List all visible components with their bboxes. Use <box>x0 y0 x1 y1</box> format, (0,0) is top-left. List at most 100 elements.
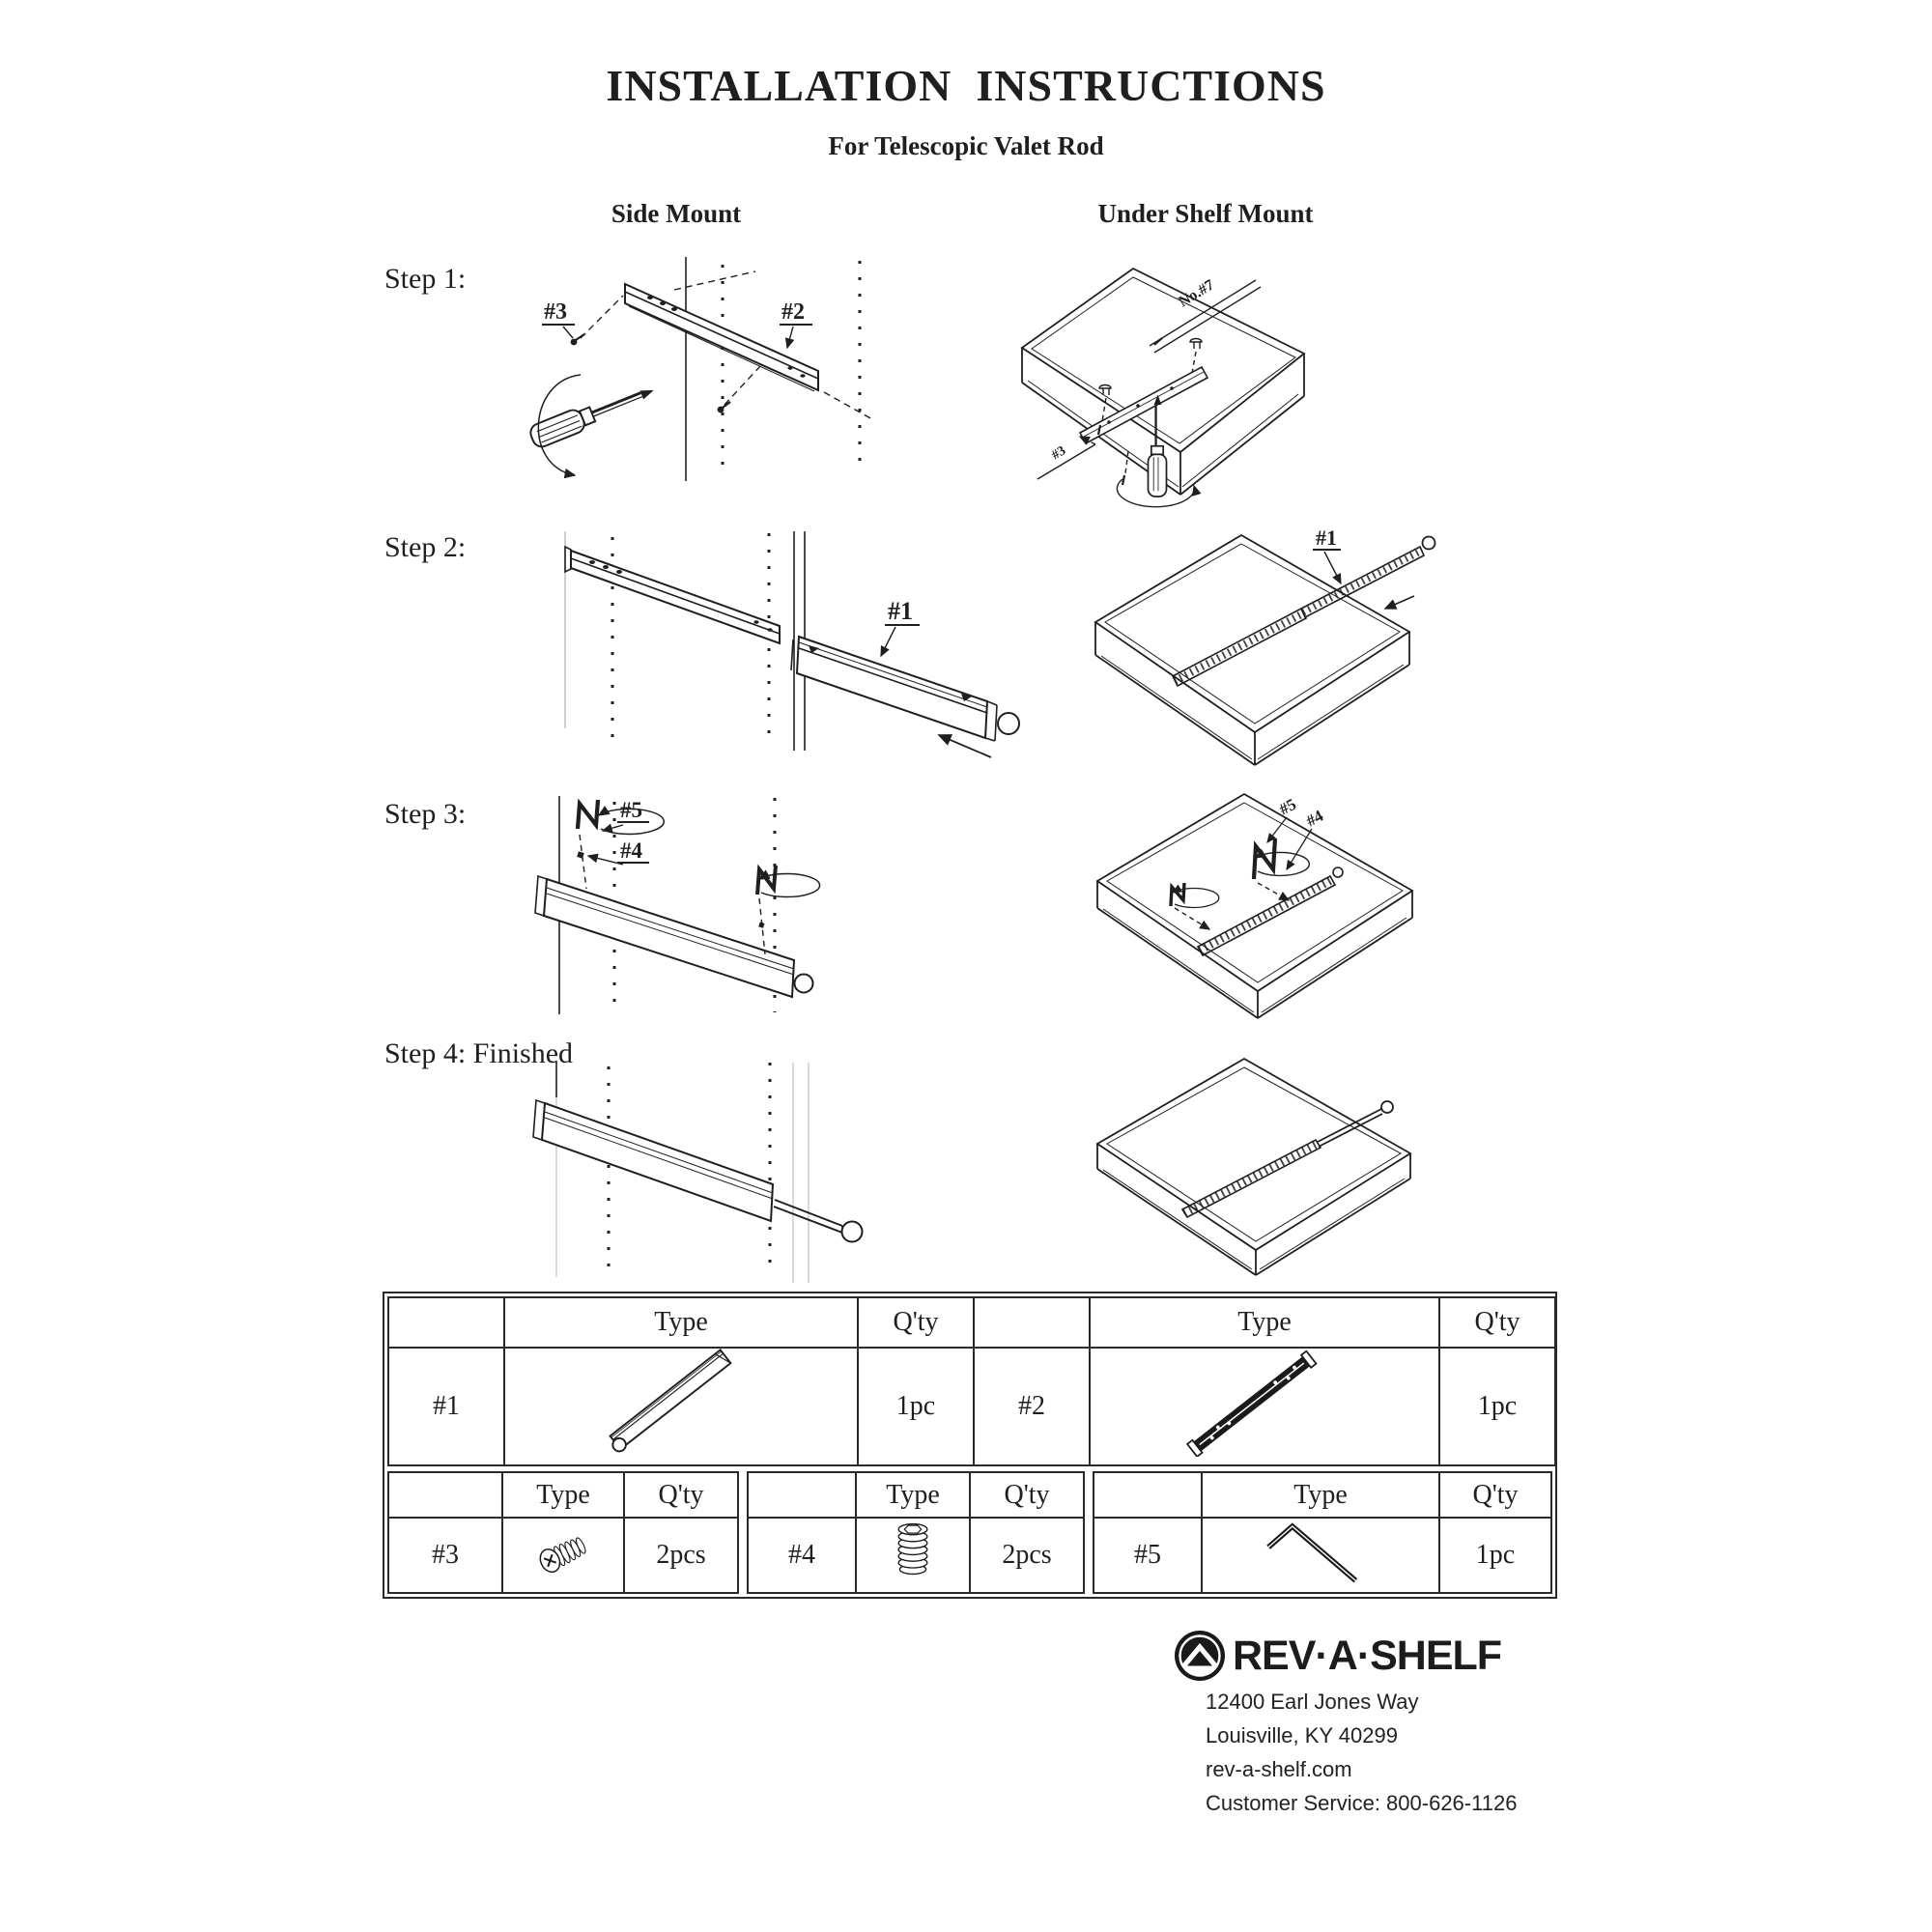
rod-knob <box>840 1220 864 1243</box>
part-id: #3 <box>387 1517 503 1594</box>
allen-key-icon <box>1169 882 1186 907</box>
callout-part1: #1 <box>1316 526 1337 550</box>
blank-cell <box>747 1471 857 1519</box>
parts-subtable-3: Type Q'ty #3 <box>387 1471 739 1594</box>
part-qty: 1pc <box>1438 1347 1556 1466</box>
rotation-arc <box>1116 478 1202 508</box>
part-qty: 1pc <box>1438 1517 1552 1594</box>
parts-subtable-4: Type Q'ty #4 <box>747 1471 1085 1594</box>
type-header: Type <box>1089 1296 1440 1349</box>
page-subtitle: For Telescopic Valet Rod <box>828 131 1104 160</box>
valet-rod-icon <box>609 1350 732 1453</box>
part-id: #1 <box>387 1347 505 1466</box>
part-image-cell <box>1089 1347 1440 1466</box>
telescopic-extension-drawing <box>1317 1100 1394 1148</box>
step-3-label: Step 3: <box>384 798 467 830</box>
step-4-label: Step 4: Finished <box>384 1037 574 1069</box>
callout-part4: #4 <box>1303 807 1326 831</box>
rotation-arc <box>597 805 665 836</box>
part-image-cell <box>1201 1517 1440 1594</box>
type-header: Type <box>503 1296 859 1349</box>
screw-glyphs <box>1096 337 1203 486</box>
rotation-arc <box>1171 884 1220 909</box>
rev-a-shelf-logo-icon <box>1175 1631 1225 1681</box>
part-id: #4 <box>747 1517 857 1594</box>
rotation-arc <box>757 869 821 898</box>
set-screw-glyph <box>577 851 584 859</box>
mounting-rail-drawing <box>1171 607 1308 688</box>
part-id: #2 <box>973 1347 1091 1466</box>
step3-under-shelf-drawing: #5 #4 <box>1095 792 1414 1019</box>
telescopic-extension-drawing <box>773 1199 864 1243</box>
part-qty: 1pc <box>857 1347 975 1466</box>
callout-part3: #3 <box>544 299 567 325</box>
blank-cell <box>1093 1471 1203 1519</box>
step-2-label: Step 2: <box>384 531 467 563</box>
parts-table-bottom: Type Q'ty #3 <box>387 1471 1552 1594</box>
blank-cell <box>387 1296 505 1349</box>
address-block: 12400 Earl Jones Way Louisville, KY 4029… <box>1206 1685 1517 1820</box>
step2-under-shelf-drawing: #1 <box>1094 526 1436 766</box>
rotation-arc <box>1254 848 1310 877</box>
part-id: #5 <box>1093 1517 1203 1594</box>
valet-rod-drawing <box>532 1098 775 1223</box>
valet-rod-drawing <box>1180 1138 1322 1219</box>
step-1-label: Step 1: <box>384 263 467 295</box>
part-qty: 2pcs <box>969 1517 1085 1594</box>
shelf-slab-drawing <box>1094 533 1411 766</box>
callout-part4: #4 <box>620 838 643 863</box>
callout-part1: #1 <box>888 597 913 625</box>
qty-header: Q'ty <box>1438 1471 1552 1519</box>
set-screw-glyph <box>758 922 765 928</box>
blank-cell <box>387 1471 503 1519</box>
column-header-side-mount: Side Mount <box>611 199 742 228</box>
part-image-cell <box>501 1517 625 1594</box>
qty-header: Q'ty <box>857 1296 975 1349</box>
brand-logo-row: REV·A·SHELF <box>1173 1629 1502 1683</box>
step1-under-shelf-drawing: No.#7 #3 <box>1020 267 1306 508</box>
type-header: Type <box>1201 1471 1440 1519</box>
mounting-rail-drawing <box>564 545 781 645</box>
rod-knob <box>1380 1100 1394 1114</box>
callout-part5: #5 <box>620 798 642 822</box>
customer-service: Customer Service: 800-626-1126 <box>1206 1791 1518 1815</box>
mounting-rail-icon <box>1185 1350 1318 1459</box>
address-line-1: 12400 Earl Jones Way <box>1206 1690 1419 1714</box>
screw-glyphs <box>570 333 731 413</box>
qty-header: Q'ty <box>623 1471 739 1519</box>
insert-direction-arrow <box>937 734 992 758</box>
step3-side-mount-drawing: #5 #4 <box>534 796 821 1014</box>
callout-part2: #2 <box>781 299 805 325</box>
shelf-slab-drawing <box>1095 1057 1412 1276</box>
euro-screw-icon <box>539 1537 586 1574</box>
mounting-rail-drawing <box>624 282 819 392</box>
rotation-arc <box>537 374 582 479</box>
parts-table-top: Type Q'ty Type Q'ty #1 <box>387 1296 1556 1466</box>
step2-side-mount-drawing: #1 <box>564 531 1020 758</box>
step4-under-shelf-drawing <box>1095 1057 1412 1276</box>
set-screw-icon <box>897 1522 928 1576</box>
address-line-2: Louisville, KY 40299 <box>1206 1723 1398 1747</box>
parts-subtable-5: Type Q'ty #5 1pc <box>1093 1471 1552 1594</box>
column-header-under-shelf-mount: Under Shelf Mount <box>1097 199 1314 228</box>
callout-part3: #3 <box>1049 443 1068 463</box>
callout-part5: #5 <box>1276 795 1299 819</box>
valet-rod-drawing <box>534 874 814 999</box>
valet-rod-drawing <box>1299 535 1436 619</box>
part-image-cell <box>503 1347 859 1466</box>
allen-key-icon <box>575 798 601 831</box>
type-header: Type <box>855 1471 971 1519</box>
part-qty: 2pcs <box>623 1517 739 1594</box>
screwdriver-icon <box>529 389 654 448</box>
shelf-slab-drawing <box>1095 792 1414 1019</box>
qty-header: Q'ty <box>1438 1296 1556 1349</box>
valet-rod-drawing <box>790 635 1020 742</box>
allen-key-icon <box>1265 1522 1357 1583</box>
parts-table: Type Q'ty Type Q'ty #1 <box>383 1292 1557 1599</box>
qty-header: Q'ty <box>969 1471 1085 1519</box>
type-header: Type <box>501 1471 625 1519</box>
depth-callout-lines <box>1037 279 1262 480</box>
insert-direction-arrow <box>1383 595 1415 610</box>
step1-side-mount-drawing: #3 #2 <box>529 257 873 481</box>
